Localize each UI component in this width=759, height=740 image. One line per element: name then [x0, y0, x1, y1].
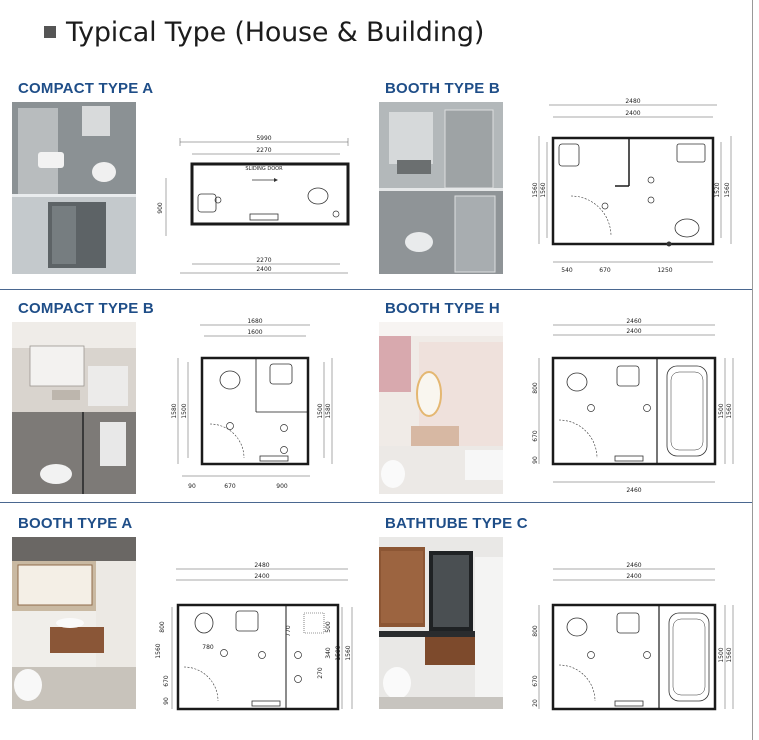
dim-text: 1580 [325, 403, 332, 418]
dim-text: 1580 [171, 403, 178, 418]
section-divider-2 [0, 502, 752, 503]
compact-b-floor-plan: 1680 1600 1580 1500 1500 1580 90 670 900 [152, 316, 376, 498]
dim-text: 800 [532, 382, 539, 394]
type-label: BOOTH TYPE B [385, 80, 500, 97]
dim-text: 2480 [254, 562, 269, 569]
note-text: SLIDING DOOR [245, 166, 283, 172]
dim-text: 540 [561, 267, 573, 274]
dim-text: 780 [202, 644, 214, 651]
dim-text: 900 [276, 483, 288, 490]
dim-text: 1560 [155, 643, 162, 658]
dim-text: 2460 [626, 318, 641, 325]
booth-h-photo [379, 322, 503, 494]
dim-text: 670 [599, 267, 611, 274]
dim-text: 2480 [625, 98, 640, 105]
dim-text: 670 [532, 675, 539, 687]
dim-text: 2400 [254, 573, 269, 580]
dim-text: 770 [285, 625, 292, 637]
dim-text: 1500 [181, 403, 188, 418]
dim-text: 2400 [625, 110, 640, 117]
dim-text: 90 [188, 483, 196, 490]
dim-text: 2400 [626, 328, 641, 335]
dim-text: 1560 [726, 647, 733, 662]
dim-text: 270 [317, 667, 324, 679]
dim-text: 340 [325, 647, 332, 659]
page-title: Typical Type (House & Building) [44, 12, 484, 52]
dim-text: 2270 [256, 257, 271, 264]
dim-text: 800 [159, 621, 166, 633]
type-card-compact-b: COMPACT TYPE B 1680 160 [0, 298, 376, 503]
type-card-compact-a: COMPACT TYPE A 5990 2270 227 [0, 78, 376, 283]
dim-text: 20 [532, 699, 539, 707]
right-border-line [752, 0, 753, 740]
dim-text: 5990 [256, 135, 271, 142]
dim-text: 1500 [317, 403, 324, 418]
dim-text: 900 [157, 202, 164, 214]
dim-text: 1600 [247, 329, 262, 336]
dim-text: 670 [532, 430, 539, 442]
dim-text: 2460 [626, 487, 641, 494]
dim-text: 1250 [657, 267, 672, 274]
dim-text: 1520 [714, 182, 721, 197]
booth-a-photo [12, 537, 136, 709]
dim-text: 2400 [626, 573, 641, 580]
type-card-bathtube-c: BATHTUBE TYPE C 2460 2400 [367, 513, 743, 718]
type-card-booth-h: BOOTH TYPE H 2460 2400 246 [367, 298, 743, 503]
dim-text: 1560 [540, 182, 547, 197]
booth-b-floor-plan: 2480 2400 1560 1560 1520 1560 540 670 12… [519, 96, 743, 278]
dim-text: 1500 [718, 647, 725, 662]
dim-text: 2270 [256, 147, 271, 154]
booth-b-photo [379, 102, 503, 274]
dim-text: 1560 [345, 645, 352, 660]
dim-text: 670 [224, 483, 236, 490]
booth-a-floor-plan: 2480 2400 2400 800 1560 670 90 1500 1560… [152, 531, 376, 713]
compact-a-photo [12, 102, 136, 274]
type-label: BOOTH TYPE H [385, 300, 500, 317]
booth-h-floor-plan: 2460 2400 2460 800 670 90 1500 1560 [519, 316, 743, 498]
type-card-booth-a: BOOTH TYPE A 2480 2400 240 [0, 513, 376, 718]
type-label: BATHTUBE TYPE C [385, 515, 528, 532]
dim-text: 90 [532, 456, 539, 464]
dim-text: 2400 [256, 266, 271, 273]
dim-text: 90 [163, 697, 170, 705]
section-divider-1 [0, 289, 752, 290]
type-label: COMPACT TYPE A [18, 80, 154, 97]
type-card-booth-b: BOOTH TYPE B 2480 2400 [367, 78, 743, 283]
dim-text: 1560 [724, 182, 731, 197]
type-label: COMPACT TYPE B [18, 300, 154, 317]
compact-a-floor-plan: 5990 2270 2270 2400 900 SLIDING DOOR [152, 96, 376, 278]
dim-text: 1500 [718, 403, 725, 418]
bathtube-c-photo [379, 537, 503, 709]
dim-text: 1680 [247, 318, 262, 325]
bullet-square-icon [44, 26, 56, 38]
bathtube-c-floor-plan: 2460 2400 2460 800 670 20 1500 1560 [519, 531, 743, 713]
dim-text: 1560 [726, 403, 733, 418]
type-label: BOOTH TYPE A [18, 515, 133, 532]
compact-b-photo [12, 322, 136, 494]
dim-text: 670 [163, 675, 170, 687]
page-title-text: Typical Type (House & Building) [66, 16, 485, 48]
dim-text: 2460 [626, 562, 641, 569]
dim-text: 1560 [532, 182, 539, 197]
dim-text: 800 [532, 625, 539, 637]
dim-text: 500 [325, 621, 332, 633]
